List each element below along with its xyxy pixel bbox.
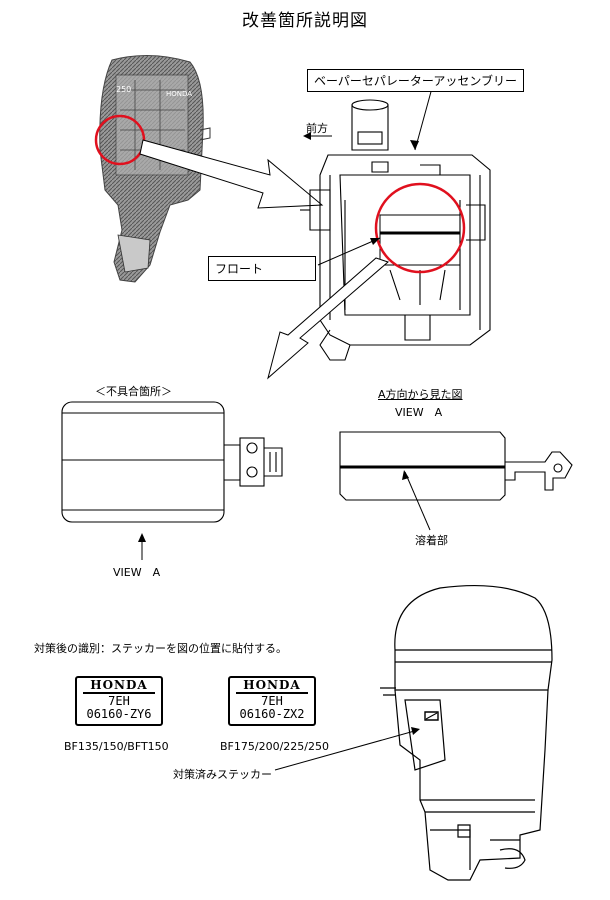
float-label: フロート	[208, 256, 316, 281]
weld-leader	[404, 471, 431, 531]
view-a-float-drawing	[339, 431, 573, 501]
engine-model-text: 250	[116, 85, 131, 94]
vapor-separator-drawing	[300, 99, 491, 361]
float-leader	[317, 237, 381, 266]
engine-cutaway-illustration	[99, 54, 211, 283]
front-label: 前方	[306, 122, 328, 135]
view-from-a-label: A方向から見た図	[378, 388, 463, 401]
page-title: 改善箇所説明図	[242, 11, 368, 31]
sticker-leader	[274, 729, 419, 771]
weld-label: 溶着部	[415, 534, 448, 547]
sticker-brand: HONDA	[236, 678, 308, 694]
identification-text: 対策後の識別：ステッカーを図の位置に貼付する。	[34, 642, 287, 655]
defect-float-drawing	[61, 401, 283, 523]
defect-label: ＜不具合箇所＞	[95, 385, 172, 398]
assembly-leader	[414, 87, 433, 151]
sticker-brand: HONDA	[83, 678, 155, 694]
assembly-label: ベーパーセパレーターアッセンブリー	[307, 69, 525, 92]
sticker-zy6: HONDA 7EH 06160-ZY6	[75, 676, 163, 726]
view-a-right-label: VIEW A	[395, 406, 443, 419]
outboard-engine-drawing	[380, 584, 553, 881]
sticker-line1: 7EH	[261, 694, 283, 708]
sticker-zy6-models: BF135/150/BFT150	[64, 740, 169, 753]
sticker-zx2: HONDA 7EH 06160-ZX2	[228, 676, 316, 726]
sticker-line1: 7EH	[108, 694, 130, 708]
sticker-line2: 06160-ZY6	[86, 707, 152, 721]
applied-sticker-label: 対策済みステッカー	[173, 768, 272, 781]
sticker-zx2-models: BF175/200/225/250	[220, 740, 329, 753]
engine-brand-text: HONDA	[166, 90, 192, 98]
view-a-left-label: VIEW A	[113, 566, 161, 579]
float-highlight-circle	[374, 182, 466, 274]
pointer-arrow-view	[267, 257, 389, 380]
pointer-arrow-large	[139, 139, 324, 209]
sticker-line2: 06160-ZX2	[239, 707, 305, 721]
